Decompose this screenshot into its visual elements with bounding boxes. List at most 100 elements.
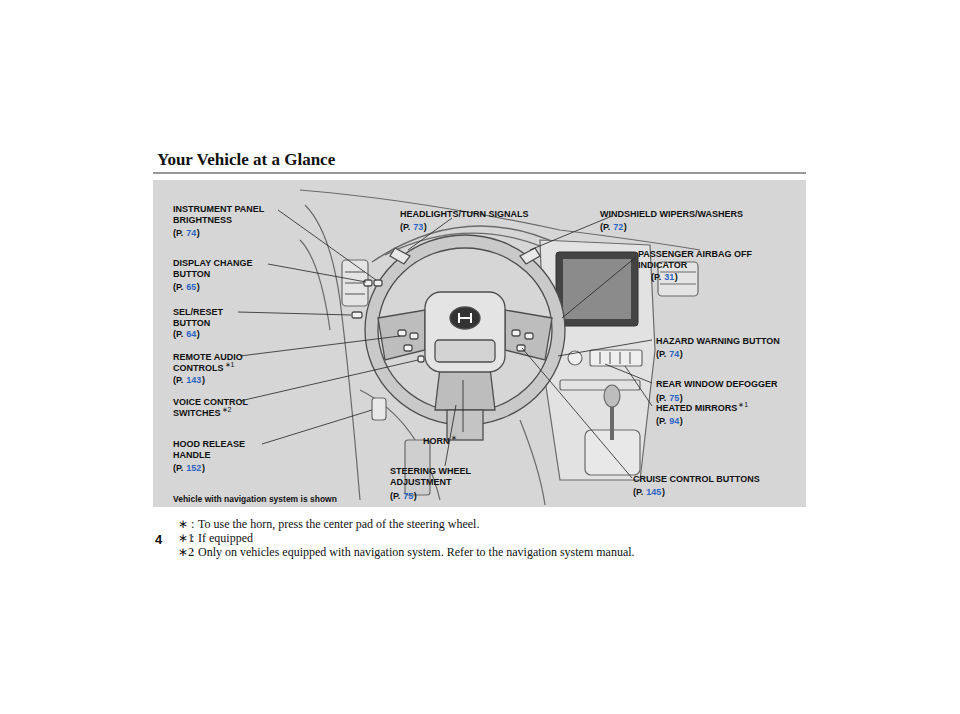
page-ref: (P. — [173, 329, 183, 340]
illustration-part — [625, 366, 652, 406]
illustration-part — [590, 350, 642, 366]
illustration-part — [435, 340, 495, 362]
page-ref: ) — [197, 228, 200, 239]
illustration-part — [660, 283, 696, 284]
page-ref: ) — [624, 222, 627, 233]
page-ref: ) — [675, 272, 678, 283]
page-ref: (P. — [600, 222, 610, 233]
callout-label: HEADLIGHTS/TURN SIGNALS — [400, 209, 529, 220]
illustration-part — [364, 280, 372, 286]
callout-label: SEL/RESET BUTTON — [173, 307, 235, 329]
callout-label: REMOTE AUDIO CONTROLS — [173, 352, 253, 374]
illustration-part — [390, 248, 410, 264]
page-number-ref: 94 — [669, 416, 679, 427]
note-label: Vehicle with navigation system is shown — [173, 494, 337, 505]
page-ref: ) — [680, 416, 683, 427]
page-ref: ) — [424, 222, 427, 233]
illustration-part — [605, 364, 652, 383]
page-number-ref: 65 — [186, 282, 196, 293]
illustration-part — [365, 235, 565, 425]
footnote-mark: ∗ — [451, 434, 457, 442]
illustration-part — [153, 180, 806, 507]
page-number-ref: 143 — [186, 375, 201, 386]
illustration-part — [558, 340, 652, 356]
page-number-ref: 152 — [186, 463, 201, 474]
page-ref: (P. — [173, 282, 183, 293]
illustration-part — [530, 216, 612, 250]
illustration-part — [525, 333, 533, 339]
illustration-part — [463, 380, 464, 432]
illustration-part — [562, 257, 636, 318]
page-ref: (P. — [400, 222, 410, 233]
illustration-part — [520, 420, 545, 505]
illustration-part — [345, 282, 365, 283]
illustration-part — [300, 240, 330, 330]
illustration-part — [240, 336, 400, 356]
footnote-text: If equipped — [198, 531, 253, 545]
callout-label: STEERING WHEEL ADJUSTMENT — [390, 466, 482, 488]
illustration-part — [410, 333, 418, 339]
page-ref: (P. — [656, 416, 666, 427]
page-number-ref: 64 — [186, 329, 196, 340]
page-ref: (P. — [173, 228, 183, 239]
illustration-part — [278, 210, 376, 280]
illustration-part — [604, 385, 620, 407]
callout-label: REAR WINDOW DEFOGGER — [656, 379, 778, 390]
illustration-part — [345, 293, 365, 294]
illustration-part — [520, 248, 540, 264]
page-number-ref: 31 — [664, 272, 674, 283]
illustration-part — [352, 235, 565, 440]
footnote-colon: : — [191, 517, 194, 531]
page-number-ref: 73 — [413, 222, 423, 233]
page-ref: ) — [202, 375, 205, 386]
page-ref: ) — [680, 393, 683, 404]
illustration-part — [238, 210, 652, 478]
page-number-ref: 72 — [613, 222, 623, 233]
illustration-part — [560, 380, 640, 390]
page-ref: (P. — [173, 375, 183, 386]
page-number-ref: 74 — [186, 228, 196, 239]
page-ref: ) — [414, 491, 417, 502]
illustration-part — [378, 248, 552, 412]
illustration-part — [262, 410, 372, 444]
illustration-part — [352, 312, 362, 318]
illustration-part — [404, 345, 412, 351]
page-ref: (P. — [656, 349, 666, 360]
illustration-part — [372, 398, 386, 420]
illustration-part — [374, 280, 382, 286]
footnote-mark: ∗1 — [738, 401, 748, 409]
illustration-part — [556, 252, 638, 326]
page-ref: ) — [202, 463, 205, 474]
footnote-text: Only on vehicles equipped with navigatio… — [198, 545, 635, 559]
page-ref: ) — [680, 349, 683, 360]
page-number-ref: 75 — [403, 491, 413, 502]
page-number-ref: 145 — [646, 487, 661, 498]
footnote-colon: : — [191, 531, 194, 545]
page-ref: (P. — [651, 272, 661, 283]
page-ref: ) — [662, 487, 665, 498]
illustration-part — [408, 218, 452, 250]
illustration-part — [398, 330, 406, 336]
illustration-part — [418, 356, 424, 362]
illustration-part — [505, 310, 552, 360]
callout-label: CRUISE CONTROL BUTTONS — [633, 474, 760, 485]
page-ref: (P. — [633, 487, 643, 498]
callout-label: PASSENGER AIRBAG OFF INDICATOR — [638, 249, 763, 271]
illustration-part — [445, 405, 456, 466]
callout-label: VOICE CONTROL SWITCHES — [173, 397, 261, 419]
page-ref: (P. — [173, 463, 183, 474]
footnote-text: To use the horn, press the center pad of… — [198, 517, 479, 531]
illustration-part — [378, 310, 425, 360]
illustration-part — [238, 312, 351, 315]
footnote-mark: ∗1 — [225, 361, 235, 369]
page-number-ref: 74 — [669, 349, 679, 360]
illustration-part — [268, 264, 366, 282]
callout-label: HEATED MIRRORS — [656, 403, 737, 414]
callout-label: HAZARD WARNING BUTTON — [656, 336, 780, 347]
footnote-colon: : — [191, 545, 194, 559]
illustration-part — [153, 173, 806, 174]
footnote-marker: ∗ — [178, 517, 188, 531]
illustration-part — [512, 330, 520, 336]
illustration-part — [425, 292, 505, 372]
